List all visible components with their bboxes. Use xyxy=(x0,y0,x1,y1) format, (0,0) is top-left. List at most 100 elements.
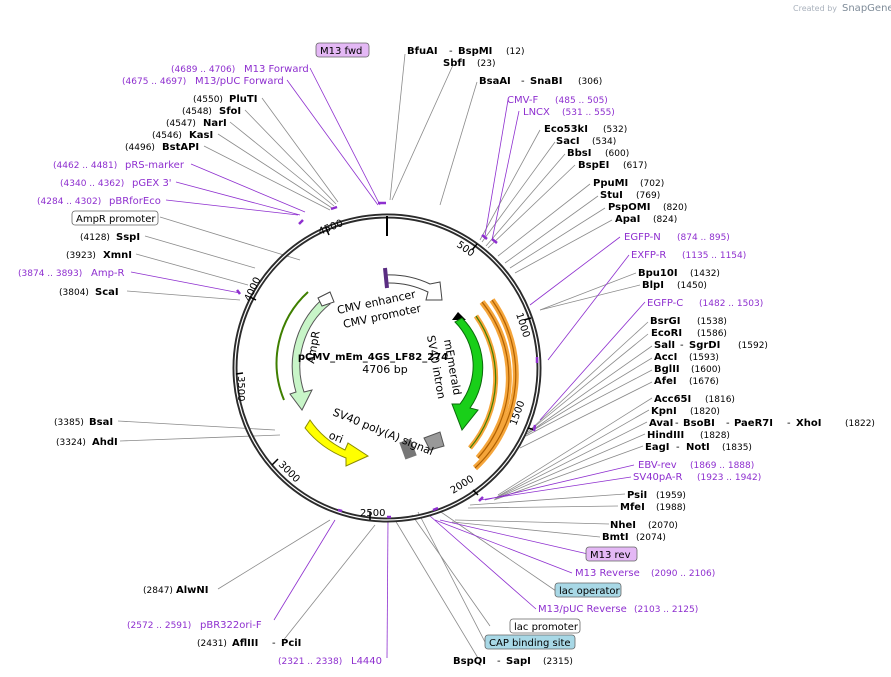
m13-puc-forward-position: (4675 .. 4697) xyxy=(122,77,186,87)
m13-fwd-box[interactable] xyxy=(315,42,370,58)
m13-rev-label[interactable]: M13 rev xyxy=(590,550,631,561)
ampr-promoter-label[interactable]: AmpR promoter xyxy=(76,214,156,225)
bmti-label[interactable]: BmtI xyxy=(602,532,629,543)
sgrdi-label[interactable]: SgrDI xyxy=(689,340,720,351)
avai-label[interactable]: AvaI xyxy=(649,418,673,429)
prs-marker-label[interactable]: pRS-marker xyxy=(125,160,185,171)
scai-label[interactable]: ScaI xyxy=(95,287,119,298)
tick-4500: 4500 xyxy=(317,218,345,238)
bsaai-label[interactable]: BsaAI xyxy=(479,76,511,87)
apai-label[interactable]: ApaI xyxy=(615,214,640,225)
bpu10i-label[interactable]: Bpu10I xyxy=(638,268,678,279)
lac-promoter-label[interactable]: lac promoter xyxy=(514,622,579,633)
bspmi-label[interactable]: BspMI xyxy=(458,46,492,57)
sfoi-label[interactable]: SfoI xyxy=(219,106,241,117)
pcii-label[interactable]: PciI xyxy=(281,638,301,649)
hindiii-label[interactable]: HindIII xyxy=(647,430,684,441)
cap-binding-site-box[interactable] xyxy=(484,634,576,650)
eco53ki-position: (532) xyxy=(603,125,627,135)
memerald-cds: mEmerald xyxy=(441,317,484,431)
primer-guide-lines xyxy=(130,67,646,659)
bglii-label[interactable]: BglII xyxy=(654,364,680,375)
xhoi-label[interactable]: XhoI xyxy=(796,418,821,429)
avai-position: (1822) xyxy=(845,419,875,429)
noti-label[interactable]: NotI xyxy=(686,442,710,453)
sapi-label[interactable]: SapI xyxy=(506,656,531,667)
pbrforeco-label[interactable]: pBRforEco xyxy=(109,196,161,207)
nari-label[interactable]: NarI xyxy=(203,118,227,129)
pbr322ori-f-label[interactable]: pBR322ori-F xyxy=(200,620,262,631)
blpi-label[interactable]: BlpI xyxy=(642,280,664,291)
exfp-r-label[interactable]: EXFP-R xyxy=(631,250,666,261)
ebv-rev-label[interactable]: EBV-rev xyxy=(638,460,677,471)
m13-rev-box[interactable] xyxy=(585,546,638,562)
nhei-label[interactable]: NheI xyxy=(610,520,636,531)
stui-label[interactable]: StuI xyxy=(600,190,623,201)
egfp-c-label[interactable]: EGFP-C xyxy=(647,298,683,309)
m13-reverse-label[interactable]: M13 Reverse xyxy=(575,568,640,579)
lac-promoter-box[interactable] xyxy=(509,618,581,634)
pspomi-label[interactable]: PspOMI xyxy=(608,202,650,213)
ecori-label[interactable]: EcoRI xyxy=(651,328,682,339)
cmv-f-label[interactable]: CMV-F xyxy=(507,95,538,106)
bspei-label[interactable]: BspEI xyxy=(578,160,609,171)
bstapi-label[interactable]: BstAPI xyxy=(162,142,199,153)
saci-label[interactable]: SacI xyxy=(556,136,580,147)
paer7i-label[interactable]: PaeR7I xyxy=(734,418,773,429)
ahdi-label[interactable]: AhdI xyxy=(92,437,118,448)
afei-label[interactable]: AfeI xyxy=(654,376,677,387)
sspi-label[interactable]: SspI xyxy=(116,232,140,243)
amp-r-label[interactable]: Amp-R xyxy=(91,268,125,279)
eco53ki-label[interactable]: Eco53kI xyxy=(544,124,588,135)
l4440-position: (2321 .. 2338) xyxy=(278,657,342,667)
kpni-label[interactable]: KpnI xyxy=(651,406,677,417)
sbfi-position: (23) xyxy=(477,59,495,69)
lncx-label[interactable]: LNCX xyxy=(523,107,550,118)
bpu10i-position: (1432) xyxy=(690,269,720,279)
svg-text:-: - xyxy=(272,638,276,649)
sbfi-label[interactable]: SbfI xyxy=(443,58,465,69)
lac-operator-label[interactable]: lac operator xyxy=(559,586,620,597)
bsai-label[interactable]: BsaI xyxy=(89,417,113,428)
bsrgi-label[interactable]: BsrGI xyxy=(650,316,680,327)
apai-position: (824) xyxy=(653,215,677,225)
lac-operator-box[interactable] xyxy=(554,582,622,598)
ecori-position: (1586) xyxy=(697,329,727,339)
kasi-label[interactable]: KasI xyxy=(189,130,213,141)
cap-binding-site-label[interactable]: CAP binding site xyxy=(489,638,571,649)
acci-label[interactable]: AccI xyxy=(654,352,677,363)
cmv-f-position: (485 .. 505) xyxy=(555,96,608,106)
eagi-label[interactable]: EagI xyxy=(645,442,669,453)
l4440-label[interactable]: L4440 xyxy=(351,656,382,667)
egfp-n-label[interactable]: EGFP-N xyxy=(624,232,661,243)
xmni-label[interactable]: XmnI xyxy=(103,250,132,261)
tick-3500: 3500 xyxy=(235,376,246,401)
pgex3-label[interactable]: pGEX 3' xyxy=(132,178,172,189)
m13-puc-forward-label[interactable]: M13/pUC Forward xyxy=(195,76,284,87)
acci-position: (1593) xyxy=(689,353,719,363)
bfuai-label[interactable]: BfuAI xyxy=(407,46,438,57)
snabi-label[interactable]: SnaBI xyxy=(530,76,562,87)
ampr-promoter-box[interactable] xyxy=(71,210,159,226)
m13-fwd-label[interactable]: M13 fwd xyxy=(320,46,362,57)
ampr-feature: AmpR xyxy=(275,291,335,411)
pbrforeco-position: (4284 .. 4302) xyxy=(37,197,101,207)
pluti-label[interactable]: PluTI xyxy=(229,94,257,105)
mfei-position: (1988) xyxy=(656,503,686,513)
afliii-label[interactable]: AflIII xyxy=(232,638,258,649)
m13-forward-label[interactable]: M13 Forward xyxy=(244,64,309,75)
mfei-label[interactable]: MfeI xyxy=(620,502,645,513)
prs-marker-position: (4462 .. 4481) xyxy=(53,161,117,171)
bspei-position: (617) xyxy=(623,161,647,171)
ppumi-label[interactable]: PpuMI xyxy=(593,178,628,189)
saci-position: (534) xyxy=(592,137,616,147)
bspqi-label[interactable]: BspQI xyxy=(453,656,486,667)
psii-label[interactable]: PsiI xyxy=(627,490,647,501)
sali-label[interactable]: SalI xyxy=(654,340,675,351)
alwni-label[interactable]: AlwNI xyxy=(176,585,209,596)
m13-puc-reverse-label[interactable]: M13/pUC Reverse xyxy=(538,604,627,615)
bbsi-label[interactable]: BbsI xyxy=(567,148,591,159)
sv40pa-r-label[interactable]: SV40pA-R xyxy=(633,472,682,483)
acc65i-label[interactable]: Acc65I xyxy=(654,394,691,405)
bsobi-label[interactable]: BsoBI xyxy=(683,418,715,429)
